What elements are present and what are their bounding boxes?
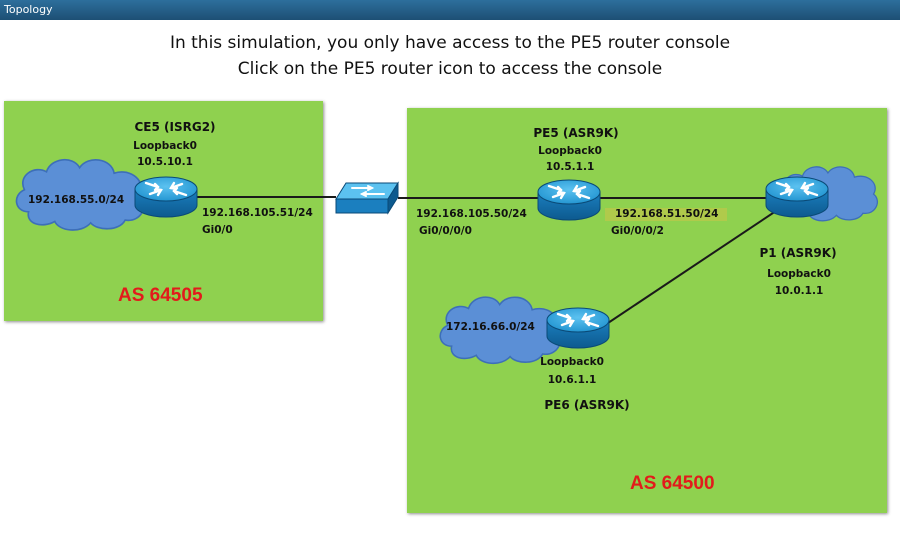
- pe5-right-interface: Gi0/0/0/2: [611, 225, 664, 237]
- pe5-right-link-ip: 192.168.51.50/24: [615, 208, 719, 220]
- router-icon: [134, 175, 198, 219]
- pe5-left-link-ip: 192.168.105.50/24: [416, 208, 527, 220]
- ip-highlight: [605, 208, 727, 221]
- pe5-router-button[interactable]: [537, 178, 601, 222]
- as-label-right: AS 64500: [630, 473, 715, 494]
- pe6-name: PE6 (ASR9K): [544, 398, 630, 412]
- window-title-bar: Topology: [0, 0, 900, 20]
- window-title: Topology: [4, 3, 53, 16]
- pe5-loopback-ip: 10.5.1.1: [545, 161, 595, 173]
- switch-icon: [335, 181, 399, 215]
- as-label-left: AS 64505: [118, 285, 203, 306]
- instruction-line-1: In this simulation, you only have access…: [169, 33, 731, 53]
- pe5-name: PE5 (ASR9K): [533, 126, 619, 140]
- pe5-left-interface: Gi0/0/0/0: [419, 225, 472, 237]
- ce5-lan-subnet: 192.168.55.0/24: [28, 194, 125, 206]
- router-icon: [546, 306, 610, 350]
- ce5-name: CE5 (ISRG2): [134, 120, 216, 134]
- ce5-interface: Gi0/0: [202, 224, 233, 236]
- ce5-loopback-label: Loopback0: [133, 140, 197, 152]
- pe6-loopback-ip: 10.6.1.1: [547, 374, 597, 386]
- pe6-loopback-label: Loopback0: [540, 356, 604, 368]
- p1-name: P1 (ASR9K): [759, 246, 837, 260]
- p1-loopback-label: Loopback0: [767, 268, 831, 280]
- instruction-line-2: Click on the PE5 router icon to access t…: [237, 59, 663, 79]
- link-pe6-p1: [604, 206, 783, 326]
- ce5-link-ip: 192.168.105.51/24: [202, 207, 313, 219]
- router-icon: [765, 175, 829, 219]
- pe6-lan-subnet: 172.16.66.0/24: [446, 321, 535, 333]
- p1-loopback-ip: 10.0.1.1: [774, 285, 824, 297]
- ce5-loopback-ip: 10.5.10.1: [137, 156, 193, 168]
- pe5-loopback-label: Loopback0: [538, 145, 602, 157]
